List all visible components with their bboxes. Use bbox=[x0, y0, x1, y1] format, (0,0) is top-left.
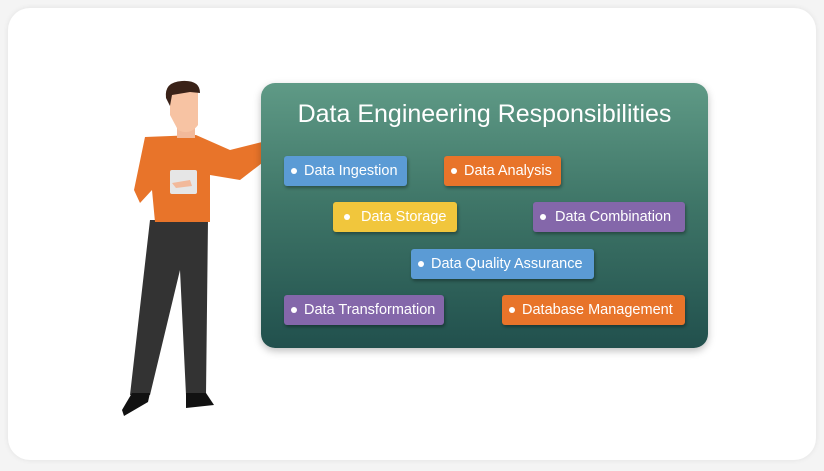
bullet-icon bbox=[418, 261, 424, 267]
item-label: Data Analysis bbox=[464, 163, 552, 179]
hand bbox=[172, 180, 192, 188]
right-shoe bbox=[186, 393, 214, 408]
bullet-icon bbox=[291, 168, 297, 174]
item-data-quality-assurance: Data Quality Assurance bbox=[411, 249, 594, 279]
item-database-management: Database Management bbox=[502, 295, 685, 325]
left-shoe bbox=[122, 393, 150, 416]
bullet-icon bbox=[344, 214, 350, 220]
responsibilities-board: Data Engineering Responsibilities Data I… bbox=[261, 83, 708, 348]
item-label: Database Management bbox=[522, 302, 673, 318]
item-label: Data Storage bbox=[361, 209, 447, 225]
item-label: Data Combination bbox=[555, 209, 672, 225]
hair bbox=[165, 80, 200, 106]
pants bbox=[130, 220, 208, 395]
item-data-combination: Data Combination bbox=[533, 202, 685, 232]
bullet-icon bbox=[451, 168, 457, 174]
bullet-icon bbox=[540, 214, 546, 220]
bullet-icon bbox=[509, 307, 515, 313]
item-data-storage: Data Storage bbox=[333, 202, 457, 232]
item-data-analysis: Data Analysis bbox=[444, 156, 561, 186]
shirt bbox=[134, 135, 275, 222]
item-data-transformation: Data Transformation bbox=[284, 295, 444, 325]
item-data-ingestion: Data Ingestion bbox=[284, 156, 407, 186]
bullet-icon bbox=[291, 307, 297, 313]
face bbox=[170, 92, 198, 133]
item-label: Data Quality Assurance bbox=[431, 256, 583, 272]
board-title: Data Engineering Responsibilities bbox=[297, 100, 672, 128]
item-label: Data Transformation bbox=[304, 302, 436, 318]
item-label: Data Ingestion bbox=[304, 163, 398, 179]
